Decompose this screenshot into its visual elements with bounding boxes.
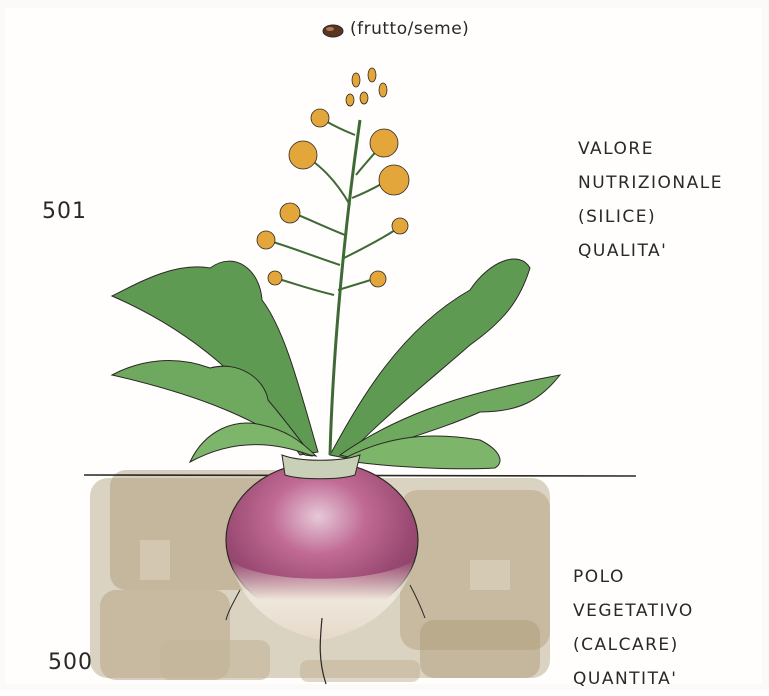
number-500: 500 [48,650,93,675]
lower-text-line: (CALCARE) [573,628,694,662]
seed-icon [323,25,343,37]
lower-text-line: VEGETATIVO [573,594,694,628]
upper-text-block: VALORE NUTRIZIONALE (SILICE) QUALITA' [578,132,723,268]
number-501: 501 [42,199,87,224]
lower-text-line: POLO [573,560,694,594]
lower-text-line: QUANTITA' [573,662,694,696]
upper-text-line: (SILICE) [578,200,723,234]
upper-text-line: QUALITA' [578,234,723,268]
flowers [257,68,409,287]
upper-text-line: VALORE [578,132,723,166]
seed-caption: (frutto/seme) [350,19,469,39]
lower-text-block: POLO VEGETATIVO (CALCARE) QUANTITA' [573,560,694,696]
upper-text-line: NUTRIZIONALE [578,166,723,200]
leaf-rosette [112,259,560,469]
